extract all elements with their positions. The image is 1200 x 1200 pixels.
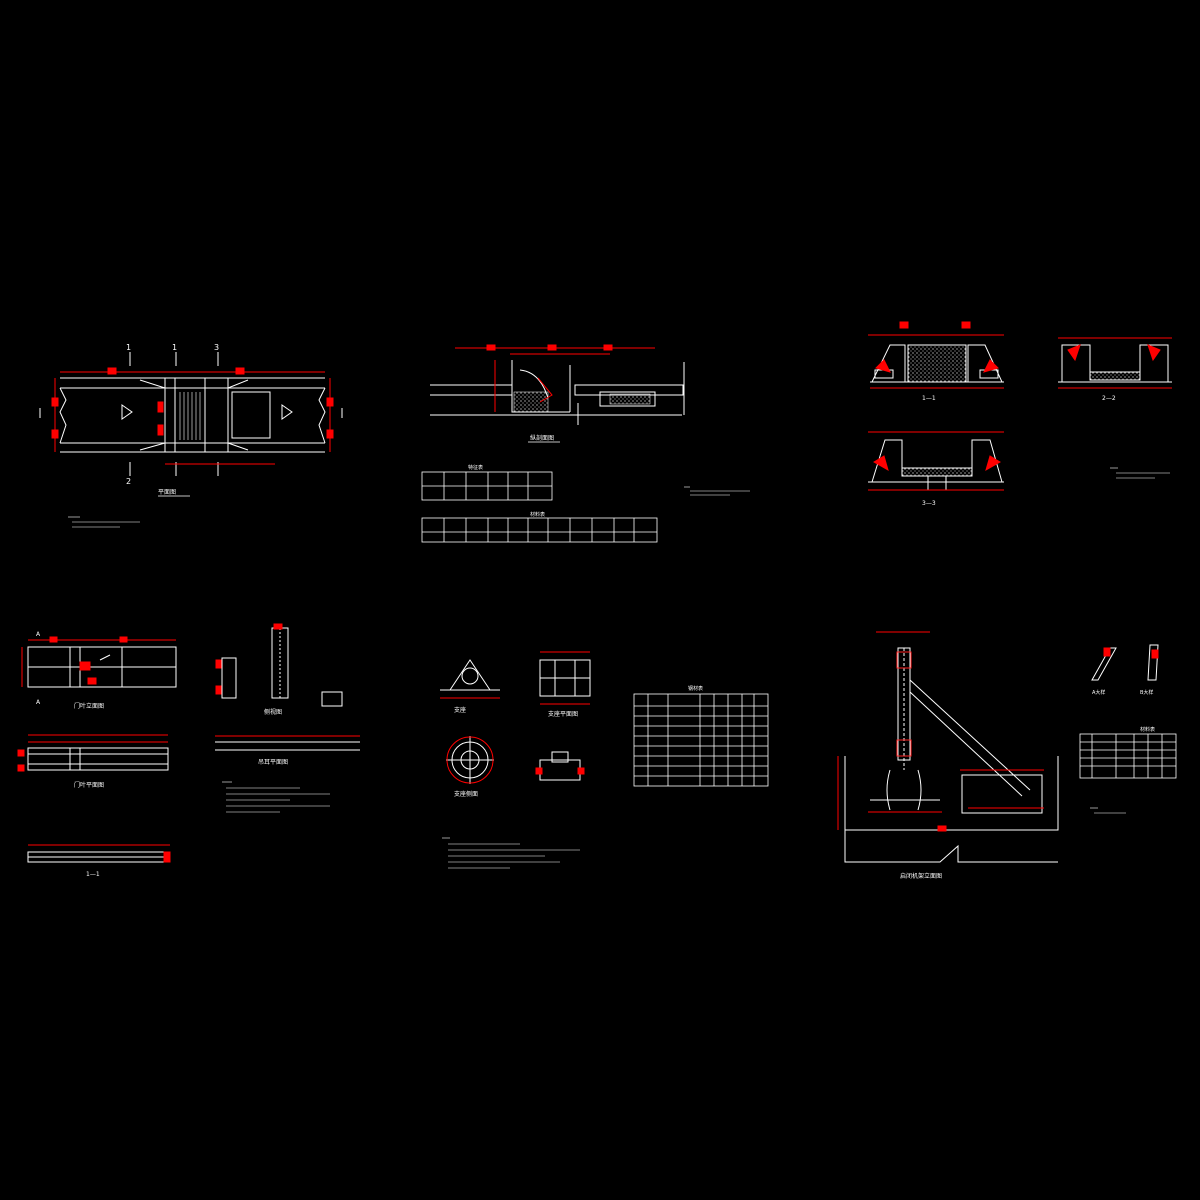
gate-mark-a-bottom: A xyxy=(36,699,41,706)
detail-views xyxy=(1091,644,1159,681)
material-table-title: 材料表 xyxy=(530,511,545,518)
gate-plan-title: 门叶平面图 xyxy=(74,781,104,789)
frame-table xyxy=(1079,733,1177,779)
steel-table-title: 钢材表 xyxy=(688,685,703,692)
gate-section-view xyxy=(27,851,171,863)
center-top-notes xyxy=(684,486,750,496)
gate-front-title: 门叶立面图 xyxy=(74,702,104,710)
frame-table-title: 材料表 xyxy=(1140,726,1155,733)
longitudinal-section xyxy=(430,360,685,425)
support-c-title: 支座侧面 xyxy=(454,790,478,798)
section-3-view xyxy=(868,439,1004,491)
feature-table-title: 特征表 xyxy=(468,464,483,471)
top-right-notes xyxy=(1110,467,1170,479)
gate-section-title: 1—1 xyxy=(86,871,100,878)
longitudinal-title: 纵剖面图 xyxy=(530,434,554,442)
gate-side-title: 侧视图 xyxy=(264,708,282,716)
plan-title: 平面图 xyxy=(158,489,176,496)
steel-table xyxy=(633,693,769,787)
section-1-title: 1—1 xyxy=(922,395,936,402)
detail-dimensions xyxy=(1103,647,1159,659)
plan-view xyxy=(39,352,343,476)
support-a-title: 支座 xyxy=(454,706,466,714)
hoist-frame-elevation xyxy=(844,647,1059,863)
section-2-title: 2—2 xyxy=(1102,395,1116,402)
longitudinal-hatch xyxy=(513,391,651,413)
plan-notes xyxy=(68,516,140,528)
longitudinal-dimensions xyxy=(455,344,655,412)
section-3-dimensions xyxy=(868,431,1004,491)
detail-b-title: B大样 xyxy=(1140,689,1153,696)
support-dimensions xyxy=(440,651,590,784)
section-1-dimensions xyxy=(868,321,1004,389)
section-1-view xyxy=(870,344,1004,383)
gate-mark-a-top: A xyxy=(36,631,41,638)
gate-plan-dimensions xyxy=(17,734,168,772)
section-2-view xyxy=(1058,344,1172,383)
support-b-title: 支座平面图 xyxy=(548,710,578,718)
detail-a-title: A大样 xyxy=(1092,689,1105,696)
bottom-right-notes xyxy=(1090,807,1126,814)
hoist-plan-title: 吊耳平面图 xyxy=(258,759,288,766)
support-views xyxy=(440,659,591,784)
material-table xyxy=(421,517,658,543)
gate-plan-view xyxy=(27,747,169,771)
feature-table xyxy=(421,471,553,501)
gate-side-dimensions xyxy=(215,623,360,737)
plan-mark-3: 1 xyxy=(172,343,177,352)
plan-mark-1: 1 xyxy=(126,343,131,352)
center-bottom-notes xyxy=(442,837,580,869)
plan-mark-2: 2 xyxy=(126,477,131,486)
gate-section-dimensions xyxy=(28,844,171,863)
plan-mark-4: 3 xyxy=(214,343,219,352)
plan-section-marks: 1 2 1 3 xyxy=(126,343,219,486)
plan-dimensions xyxy=(51,367,334,465)
frame-elevation-title: 启闭机架立面图 xyxy=(900,872,942,880)
gate-notes xyxy=(222,781,330,813)
gate-side-view xyxy=(215,627,360,751)
gate-front-dimensions xyxy=(21,636,176,687)
gate-front-view xyxy=(27,646,177,688)
hoist-frame-dimensions xyxy=(837,631,1044,832)
section-3-title: 3—3 xyxy=(922,500,936,507)
section-2-dimensions xyxy=(1058,337,1172,389)
